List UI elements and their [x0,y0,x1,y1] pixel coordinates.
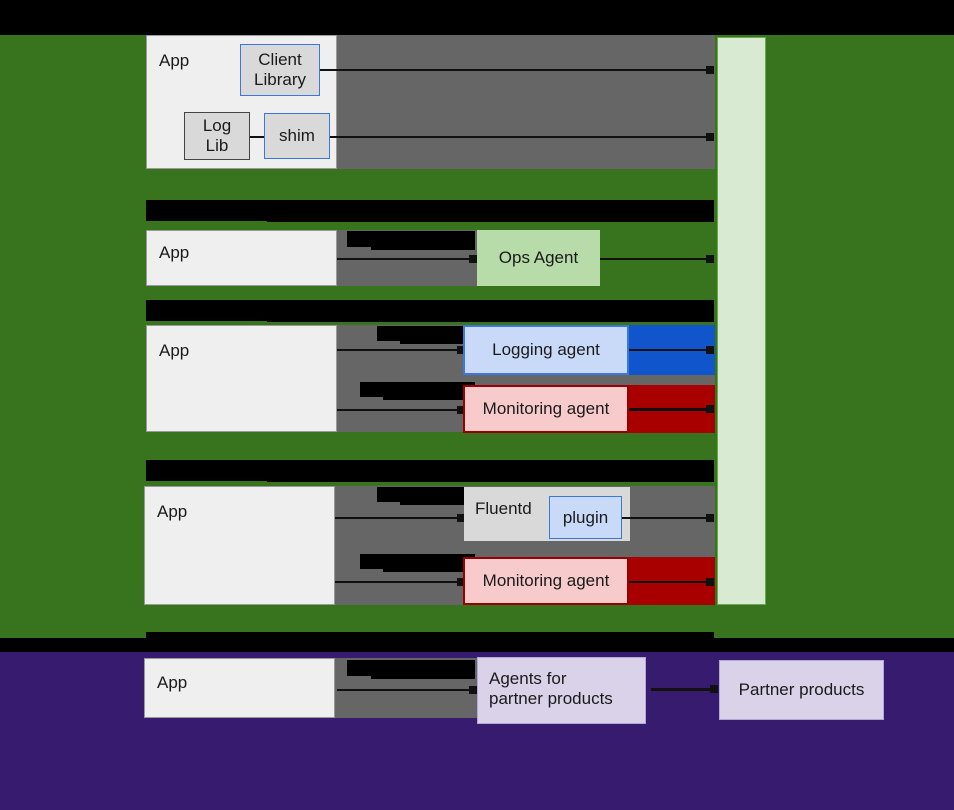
top-black-band [0,0,954,35]
logging-agent-label: Logging agent [492,340,600,360]
row4-app-label: App [157,502,188,521]
redaction-inline-1 [347,231,475,247]
monitoring-agent-box-row4: Monitoring agent [463,557,629,605]
monitoring-agent-label-row4: Monitoring agent [482,571,610,591]
redaction-inline-3 [360,382,475,397]
row1-shim-arrowhead [706,133,714,141]
redaction-inline-6 [347,660,475,676]
row1-shim-connector [330,136,711,138]
row4-monitoring-out-arrowhead [706,578,714,586]
redaction-inline-2-tail [400,338,475,344]
row2-app-label: App [159,243,190,262]
redaction-band-2-tail [267,314,714,322]
row5-app-label: App [157,673,188,692]
row4-fluentd-connector [335,517,471,519]
log-lib-label: Log Lib [202,116,232,155]
log-lib-box: Log Lib [184,112,250,160]
row5-partner-arrowhead [710,685,718,693]
redaction-inline-4 [377,487,475,502]
redaction-band-4 [146,632,714,652]
row3-monitoring-out-connector [629,408,711,411]
row1-app-label: App [159,51,190,70]
loglib-shim-connector [250,136,264,138]
monitoring-agent-label-row3: Monitoring agent [482,399,610,419]
row3-monitoring-out-arrowhead [706,405,714,413]
redaction-inline-2 [377,326,475,341]
row2-ops-agent-arrowhead [706,255,714,263]
row4-app-box: App [144,486,335,605]
shim-label: shim [279,126,315,146]
client-library-label: Client Library [254,50,306,89]
row1-client-library-connector [320,69,711,71]
row4-monitoring-out-connector [629,581,711,583]
partner-agents-box: Agents for partner products [477,657,646,724]
row3-monitoring-connector [337,409,471,411]
client-library-box: Client Library [240,44,320,96]
row2-app-connector [337,258,477,260]
shim-box: shim [264,113,330,159]
row5-app-connector [337,689,477,691]
row3-logging-out-connector [629,349,711,351]
row5-app-box: App [144,658,335,718]
row3-monitoring-arrowhead [457,406,465,414]
fluentd-label: Fluentd [475,499,532,518]
redaction-inline-1-tail [371,244,475,250]
redaction-inline-4-tail [400,499,475,505]
partner-products-label: Partner products [738,680,865,700]
row4-monitoring-arrowhead [457,578,465,586]
row1-flow-pipe [337,35,715,169]
monitoring-agent-box-row3: Monitoring agent [463,385,629,433]
row3-app-label: App [159,341,190,360]
row3-logging-out-arrowhead [706,346,714,354]
row2-ops-agent-connector [600,258,711,260]
row1-client-library-arrowhead [706,66,714,74]
row5-app-arrowhead [469,686,477,694]
plugin-label: plugin [562,507,609,527]
row2-app-box: App [146,230,337,286]
row3-logging-connector [337,349,471,351]
destination-column [717,37,766,605]
row5-partner-connector [651,688,714,691]
redaction-inline-6-tail [371,673,475,679]
logging-agent-box: Logging agent [463,325,629,375]
redaction-inline-5 [360,554,475,569]
partner-products-box: Partner products [719,660,884,720]
row3-app-box: App [146,325,337,432]
ops-agent-box: Ops Agent [477,230,600,286]
row4-fluentd-arrowhead [457,514,465,522]
redaction-inline-5-tail [383,566,475,572]
redaction-inline-3-tail [383,394,475,400]
redaction-band-3-tail [267,474,714,482]
row4-monitoring-connector [335,581,471,583]
row2-app-arrowhead [469,255,477,263]
row4-plugin-out-arrowhead [706,514,714,522]
row3-logging-arrowhead [457,346,465,354]
redaction-band-1-tail [267,214,714,222]
plugin-box: plugin [549,496,622,539]
ops-agent-label: Ops Agent [498,248,579,268]
partner-agents-label: Agents for partner products [489,669,613,708]
row4-plugin-out-connector [622,517,711,519]
